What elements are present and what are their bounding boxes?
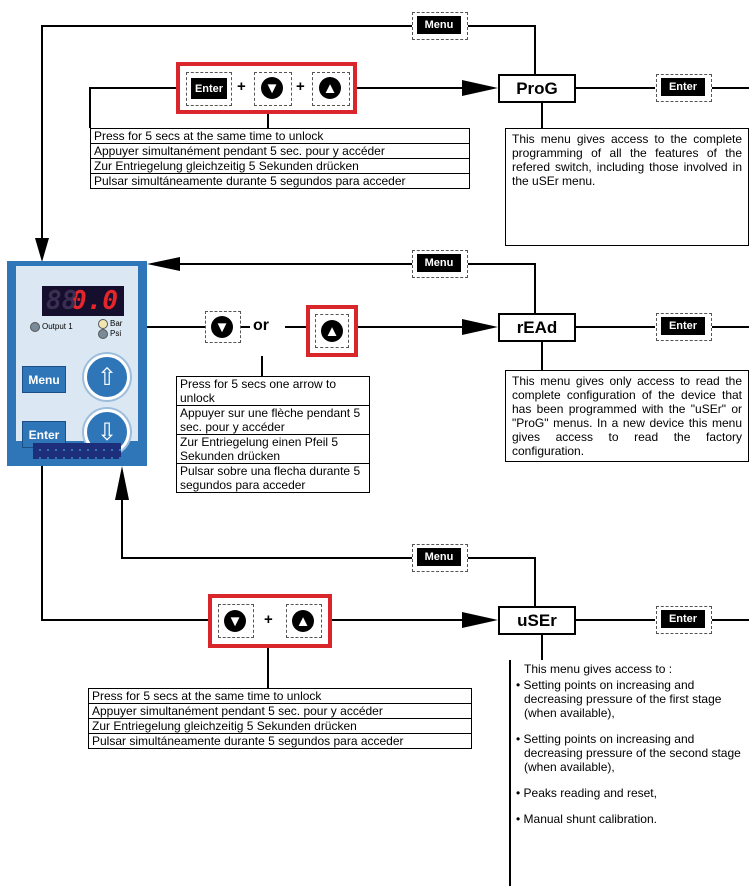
user-desc-intro: This menu gives access to : [524,662,673,676]
user-desc-item: • Setting points on increasing and decre… [516,678,722,720]
down-button-user[interactable]: ▼ [218,604,254,638]
up-button-combo[interactable]: ▲ [312,72,350,106]
pressure-switch-device: 88 0.0 Output 1 Bar Psi Menu ⇧ Enter ⇩ [7,261,147,466]
enter-button-prog[interactable]: Enter [656,74,712,102]
menu-button-prog-loop[interactable]: Menu [412,12,468,40]
mode-prog: ProG [498,74,576,103]
read-unlock-de: Zur Entriegelung einen Pfeil 5 Sekunden … [177,435,369,464]
prog-unlock-es: Pulsar simultáneamente durante 5 segundo… [94,174,406,188]
display-value: 0.0 [71,286,118,316]
user-desc-item: • Peaks reading and reset, [516,786,657,800]
read-unlock-combo: ▲ [306,305,358,357]
device-up-button[interactable]: ⇧ [84,354,130,400]
enter-button-combo[interactable]: Enter [186,72,232,106]
up-arrow-icon: ▲ [319,77,341,99]
read-description: This menu gives only access to read the … [505,370,749,462]
read-unlock-fr: Appuyer sur une flèche pendant 5 sec. po… [177,406,369,435]
device-vent-grid [33,443,121,459]
user-description: This menu gives access to : • Setting po… [514,662,746,838]
user-unlock-de: Zur Entriegelung gleichzeitig 5 Sekunden… [89,719,471,734]
mode-read: rEAd [498,313,576,342]
prog-unlock-de: Zur Entriegelung gleichzeitig 5 Sekunden… [91,159,469,174]
up-arrow-icon: ⇧ [96,363,118,391]
down-button-combo[interactable]: ▼ [254,72,292,106]
enter-button-user[interactable]: Enter [656,606,712,634]
prog-unlock-combo: Enter + ▼ + ▲ [176,62,357,114]
unit-psi-label: Psi [110,329,122,338]
device-menu-button[interactable]: Menu [22,366,66,393]
unit-bar-label: Bar [110,319,123,328]
user-unlock-en: Press for 5 secs at the same time to unl… [89,689,471,704]
down-arrow-icon: ▼ [224,610,246,632]
up-button-user[interactable]: ▲ [286,604,322,638]
psi-led [98,329,108,339]
user-unlock-fr: Appuyer simultanément pendant 5 sec. pou… [89,704,471,719]
enter-key: Enter [661,610,705,628]
user-unlock-text: Press for 5 secs at the same time to unl… [88,688,472,749]
prog-unlock-text: Press for 5 secs at the same time to unl… [90,128,470,189]
down-button-read[interactable]: ▼ [205,311,241,343]
enter-button-read[interactable]: Enter [656,313,712,341]
plus-sign: + [296,78,305,95]
bar-led [98,319,108,329]
menu-key: Menu [417,16,461,34]
down-arrow-icon: ▼ [261,77,283,99]
prog-unlock-en: Press for 5 secs at the same time to unl… [91,129,469,144]
enter-key: Enter [191,78,227,99]
enter-key: Enter [661,317,705,335]
up-arrow-icon: ▲ [292,610,314,632]
mode-user: uSEr [498,606,576,635]
device-front-panel: 88 0.0 Output 1 Bar Psi Menu ⇧ Enter ⇩ [16,266,138,455]
output-led [30,322,40,332]
enter-key: Enter [661,78,705,96]
menu-key: Menu [417,548,461,566]
read-unlock-es: Pulsar sobre una flecha durante 5 segund… [180,464,361,492]
user-unlock-es: Pulsar simultáneamente durante 5 segundo… [92,734,404,748]
digital-display: 88 0.0 [42,286,124,316]
prog-description: This menu gives access to the complete p… [505,128,749,246]
menu-button-user-loop[interactable]: Menu [412,544,468,572]
read-unlock-en: Press for 5 secs one arrow to unlock [177,377,369,406]
down-arrow-icon: ▼ [211,316,233,338]
user-desc-item: • Manual shunt calibration. [516,812,657,826]
read-unlock-text: Press for 5 secs one arrow to unlock App… [176,376,370,493]
user-unlock-combo: ▼ + ▲ [208,594,332,648]
menu-button-read-loop[interactable]: Menu [412,250,468,278]
plus-sign: + [237,78,246,95]
user-desc-item: • Setting points on increasing and decre… [516,732,741,774]
menu-key: Menu [417,254,461,272]
up-arrow-icon: ▲ [321,320,343,342]
down-arrow-icon: ⇩ [96,418,118,446]
plus-sign: + [264,611,273,628]
up-button-read[interactable]: ▲ [315,314,349,348]
prog-unlock-fr: Appuyer simultanément pendant 5 sec. pou… [91,144,469,159]
output-label: Output 1 [42,322,73,331]
or-label: or [253,317,269,334]
